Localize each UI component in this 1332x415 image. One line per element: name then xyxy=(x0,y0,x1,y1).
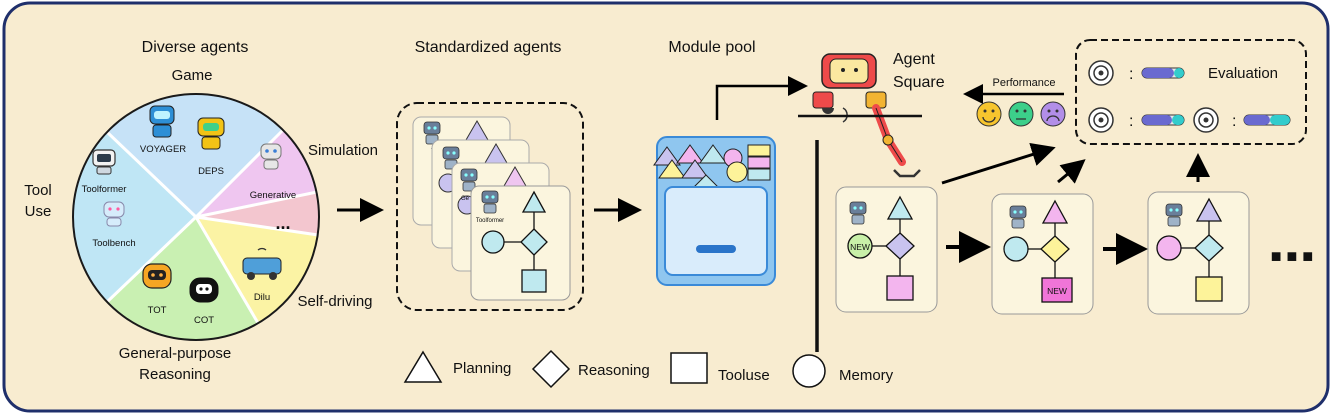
target-icon xyxy=(1088,60,1114,86)
simulation-label: Simulation xyxy=(308,142,378,159)
evaluation-box xyxy=(1075,39,1307,145)
candidate-ellipsis: ■ ■ ■ xyxy=(1271,246,1314,266)
candidate-agent-3 xyxy=(1147,191,1250,315)
robot-arm-icon xyxy=(812,53,921,178)
module-pool-title: Module pool xyxy=(668,39,755,56)
standardized-agents-title: Standardized agents xyxy=(415,39,562,56)
candidate-agent-2: NEW xyxy=(991,193,1094,315)
tool-use-label-1: Tool xyxy=(24,182,52,199)
svg-text:NEW: NEW xyxy=(1047,286,1067,296)
dilu-vehicle-icon xyxy=(242,247,282,280)
legend-planning-shape xyxy=(403,350,443,383)
dilu-label: Dilu xyxy=(254,292,270,303)
score-bar xyxy=(1141,114,1185,126)
sad-face-icon xyxy=(1040,101,1066,127)
tot-label: TOT xyxy=(148,305,167,316)
legend-reasoning-shape xyxy=(531,349,571,389)
toolbench-robot-icon xyxy=(103,201,125,227)
game-label: Game xyxy=(172,67,213,84)
svg-text:Toolformer: Toolformer xyxy=(476,218,504,224)
pie-ellipsis: ... xyxy=(275,213,290,233)
voyager-robot-icon xyxy=(149,105,175,138)
eval-colon: : xyxy=(1232,113,1236,130)
arrow-to-eval-1 xyxy=(941,142,1056,185)
cot-robot-icon xyxy=(189,277,219,303)
agent-pie xyxy=(72,93,320,341)
eval-colon: : xyxy=(1129,113,1133,130)
agent-square-title-2: Square xyxy=(893,74,945,91)
legend: Planning Reasoning Tooluse Memory xyxy=(403,349,894,389)
evaluation-title: Evaluation xyxy=(1208,65,1278,82)
generative-robot-icon xyxy=(260,143,282,170)
cot-label: COT xyxy=(194,315,214,326)
candidate-agent-1: NEW xyxy=(835,186,938,313)
module-pool-tray xyxy=(653,136,776,286)
toolbench-label: Toolbench xyxy=(92,238,135,249)
legend-planning-label: Planning xyxy=(453,360,511,377)
voyager-label: VOYAGER xyxy=(140,144,186,155)
deps-label: DEPS xyxy=(198,166,224,177)
target-icon xyxy=(1088,107,1114,133)
legend-memory-shape xyxy=(792,354,826,388)
score-bar xyxy=(1141,67,1185,79)
legend-tooluse-label: Tooluse xyxy=(718,367,770,384)
svg-text:Ge: Ge xyxy=(461,196,470,202)
agent-card-front: Toolformer xyxy=(470,185,571,301)
tot-robot-icon xyxy=(142,263,172,289)
standardized-agents-box xyxy=(396,102,584,311)
legend-reasoning-label: Reasoning xyxy=(578,362,650,379)
legend-tooluse-shape xyxy=(670,352,708,384)
diverse-agents-title: Diverse agents xyxy=(142,39,249,56)
happy-face-icon xyxy=(976,101,1002,127)
toolformer-robot-icon xyxy=(92,149,116,175)
legend-memory-label: Memory xyxy=(839,367,894,384)
target-icon xyxy=(1193,107,1219,133)
arrow-to-agent-square xyxy=(715,76,808,120)
score-bar xyxy=(1243,114,1291,126)
svg-text:NEW: NEW xyxy=(850,242,870,252)
performance-label: Performance xyxy=(993,77,1056,89)
tool-use-label-2: Use xyxy=(25,203,52,220)
deps-robot-icon xyxy=(197,117,225,150)
toolformer-label: Toolformer xyxy=(82,184,127,195)
agent-square-title-1: Agent xyxy=(893,51,935,68)
generative-label: Generative xyxy=(250,190,296,201)
general-purpose-label-2: Reasoning xyxy=(139,366,211,383)
general-purpose-label-1: General-purpose xyxy=(119,345,232,362)
eval-colon: : xyxy=(1129,66,1133,83)
arrow-to-eval-2 xyxy=(1057,159,1086,184)
agent-card-stack: T Ge Toolformer xyxy=(412,116,571,301)
self-driving-label: Self-driving xyxy=(297,293,372,310)
neutral-face-icon xyxy=(1008,101,1034,127)
